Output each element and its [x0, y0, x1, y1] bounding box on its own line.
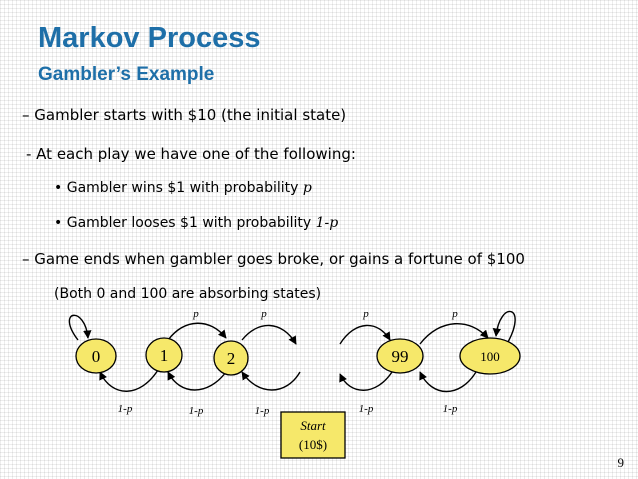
page-number: 9 — [617, 455, 625, 470]
arrow-1-to-2 — [167, 322, 227, 341]
label-p-2: p — [260, 308, 267, 320]
bullet-marker: • — [54, 215, 63, 231]
label-1-p-5: 1-p — [443, 403, 458, 415]
label-1-p-2: 1-p — [189, 405, 204, 417]
state-2 — [213, 340, 249, 376]
label-1-p-3: 1-p — [255, 405, 270, 417]
sub-bullet-lose: • Gambler looses $1 with probability 1-p — [54, 215, 338, 231]
arrow-99-to-gap — [339, 371, 393, 391]
state-99 — [376, 338, 424, 374]
state-0 — [75, 338, 117, 374]
arrow-gap-to-99 — [339, 324, 391, 345]
sub-bullet-win: • Gambler wins $1 with probability p — [54, 180, 312, 196]
sub-bullet-lose-text: Gambler looses $1 with probability — [66, 215, 316, 231]
state-label-100: 100 — [480, 349, 500, 364]
state-label-2: 2 — [227, 349, 236, 368]
self-loop-0 — [68, 314, 92, 341]
label-1-p-4: 1-p — [359, 403, 374, 415]
absorbing-states-note: (Both 0 and 100 are absorbing states) — [54, 286, 322, 302]
arrow-gap-to-2 — [241, 371, 301, 391]
arrow-99-to-100 — [419, 323, 489, 345]
state-label-1: 1 — [160, 346, 169, 365]
bullet-each-play: - At each play we have one of the follow… — [26, 145, 356, 163]
slide-title: Markov Process — [38, 22, 261, 54]
slide-subtitle: Gambler’s Example — [38, 64, 215, 85]
arrow-2-to-gap — [241, 324, 297, 345]
state-label-99: 99 — [392, 347, 409, 366]
lose-probability: 1-p — [315, 215, 339, 231]
sub-bullet-win-text: Gambler wins $1 with probability — [66, 180, 303, 196]
arrow-2-to-1 — [167, 371, 227, 391]
start-value: (10$) — [299, 437, 327, 452]
state-1 — [145, 337, 183, 373]
start-box — [280, 411, 346, 459]
bullet-marker: • — [54, 180, 63, 196]
state-100 — [459, 337, 521, 375]
arrow-1-to-0 — [99, 369, 159, 392]
label-1-p-1: 1-p — [118, 403, 133, 415]
start-title: Start — [300, 418, 326, 433]
self-loop-100 — [492, 310, 516, 343]
arrow-100-to-99 — [419, 371, 477, 393]
state-label-0: 0 — [92, 347, 101, 366]
label-p-4: p — [451, 308, 458, 320]
label-p-3: p — [362, 308, 369, 320]
label-p-1: p — [192, 308, 199, 320]
bullet-initial-state: – Gambler starts with $10 (the initial s… — [22, 106, 347, 124]
bullet-game-ends: – Game ends when gambler goes broke, or … — [22, 250, 525, 268]
win-probability: p — [302, 180, 312, 196]
